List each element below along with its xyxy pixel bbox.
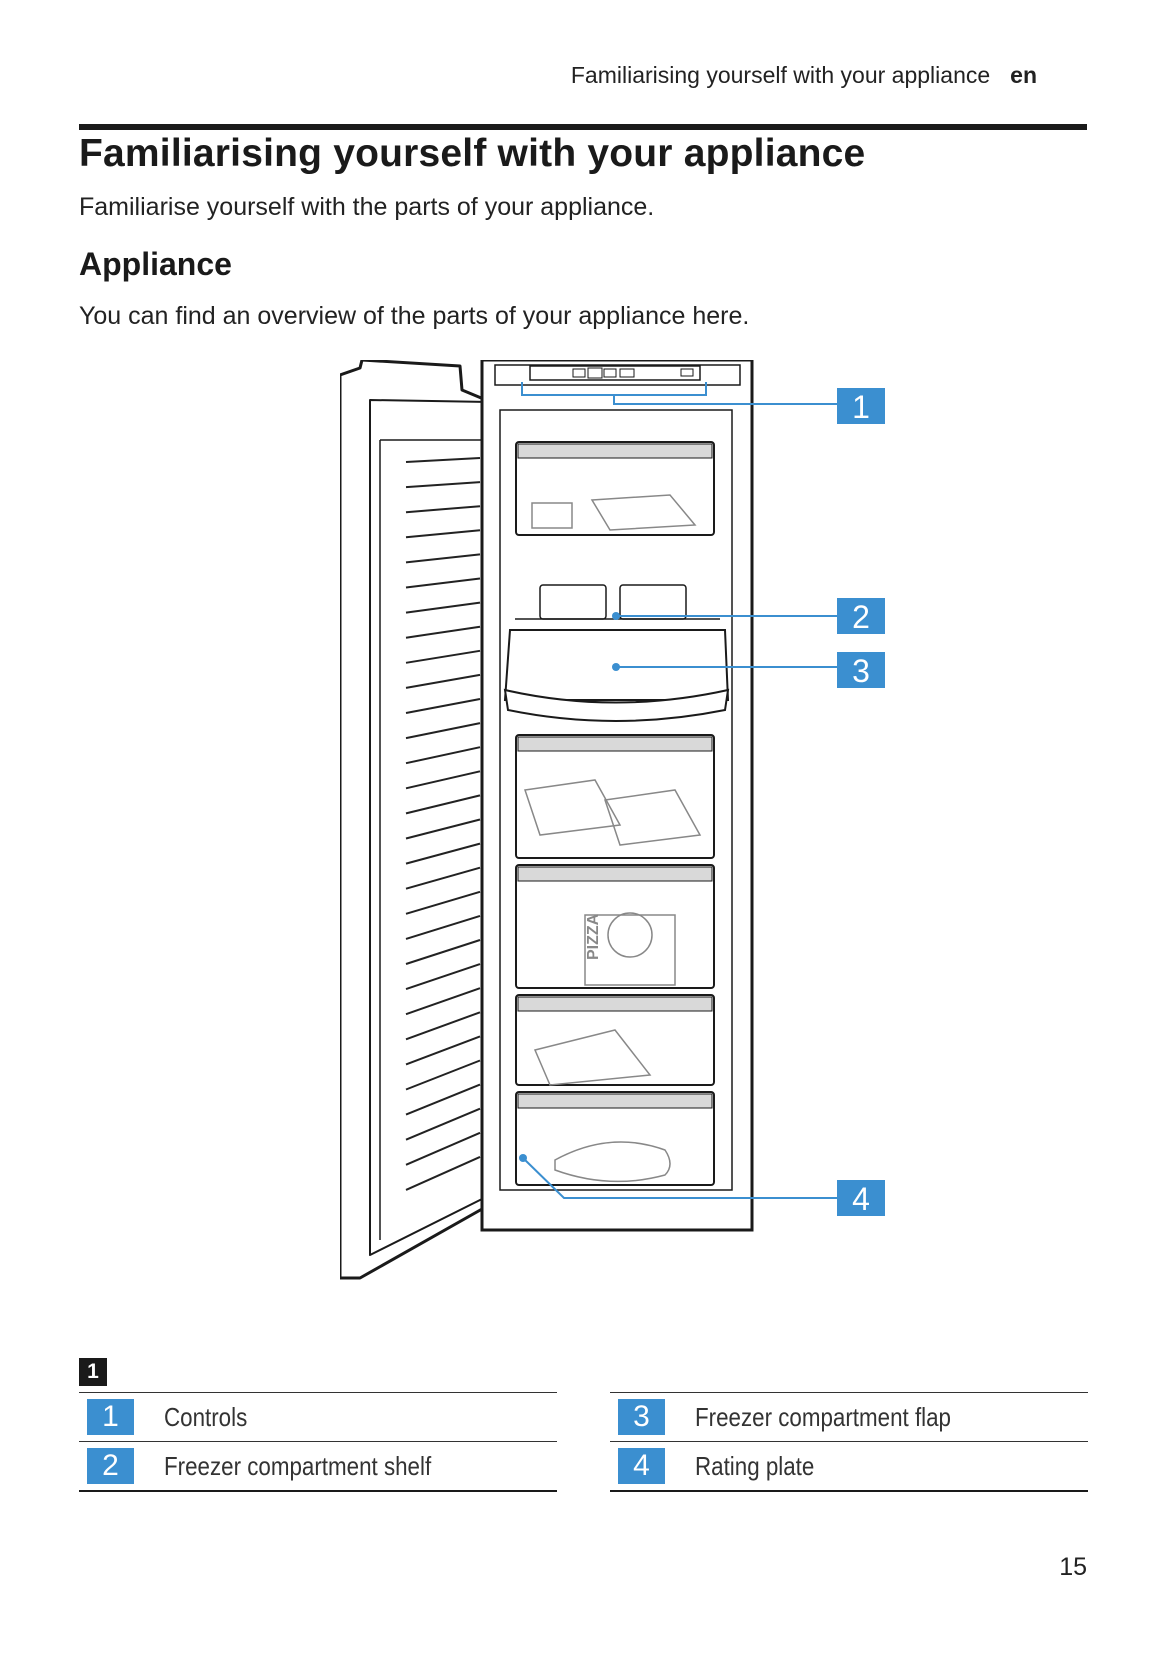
legend-label: Rating plate bbox=[695, 1450, 815, 1481]
door-vent-line bbox=[405, 481, 481, 489]
legend-row: 3 Freezer compartment flap bbox=[610, 1392, 1088, 1441]
door-vent-line bbox=[405, 1155, 481, 1191]
door-vent-lines bbox=[405, 457, 481, 1191]
subheading: Appliance bbox=[79, 246, 232, 282]
door-vent-line bbox=[405, 529, 481, 539]
legend-row: 2 Freezer compartment shelf bbox=[79, 1441, 557, 1492]
door-vent-line bbox=[405, 914, 481, 940]
door-vent-line bbox=[405, 866, 481, 890]
running-title: Familiarising yourself with your applian… bbox=[570, 62, 991, 88]
door-vent-line bbox=[405, 842, 481, 865]
legend-number: 4 bbox=[618, 1448, 665, 1484]
door-vent-line bbox=[405, 818, 481, 840]
door-vent-line bbox=[405, 1131, 481, 1166]
callout-1-number: 1 bbox=[852, 389, 870, 425]
door-vent-line bbox=[405, 673, 481, 689]
running-head: Familiarising yourself with your applian… bbox=[571, 62, 1037, 89]
section-intro: Familiarise yourself with the parts of y… bbox=[79, 193, 655, 221]
door-vent-line bbox=[405, 987, 481, 1016]
door-vent-line bbox=[405, 457, 481, 463]
legend-row: 4 Rating plate bbox=[610, 1441, 1088, 1492]
freezer-drawer bbox=[515, 994, 715, 1086]
door-vent-line bbox=[405, 770, 481, 790]
legend-number: 2 bbox=[87, 1448, 134, 1484]
door-vent-line bbox=[405, 746, 481, 765]
legend-label: Freezer compartment shelf bbox=[164, 1450, 432, 1481]
language-code: en bbox=[1010, 62, 1037, 88]
legend-label: Freezer compartment flap bbox=[695, 1401, 951, 1432]
door-vent-line bbox=[405, 1059, 481, 1091]
legend-number: 1 bbox=[87, 1399, 134, 1435]
freezer-drawer bbox=[515, 734, 715, 859]
callout-2-number: 2 bbox=[852, 599, 870, 635]
callout-2: 2 bbox=[837, 598, 885, 635]
door-vent-line bbox=[405, 625, 481, 639]
legend-row: 1 Controls bbox=[79, 1392, 557, 1441]
control-panel bbox=[529, 365, 701, 381]
door-vent-line bbox=[405, 601, 481, 614]
door-vent-line bbox=[405, 505, 481, 514]
door-vent-line bbox=[405, 890, 481, 915]
callout-1: 1 bbox=[837, 388, 885, 425]
figure-reference: 1 bbox=[79, 1358, 107, 1386]
door-vent-line bbox=[405, 577, 481, 589]
door-vent-line bbox=[405, 794, 481, 815]
door-vent-line bbox=[405, 649, 481, 664]
callout-4: 4 bbox=[837, 1180, 885, 1217]
door-vent-line bbox=[405, 1011, 481, 1041]
door-vent-line bbox=[405, 1083, 481, 1116]
heading-rule bbox=[79, 124, 1087, 130]
door-outline bbox=[340, 360, 500, 1280]
door-vent-line bbox=[405, 698, 481, 714]
door-vent-line bbox=[405, 553, 481, 564]
freezer-drawer bbox=[515, 1091, 715, 1186]
door-vent-line bbox=[405, 722, 481, 740]
legend-left: 1 Controls 2 Freezer compartment shelf bbox=[79, 1392, 557, 1492]
legend-right: 3 Freezer compartment flap 4 Rating plat… bbox=[610, 1392, 1088, 1492]
legend-label: Controls bbox=[164, 1401, 248, 1432]
freezer-drawer bbox=[515, 864, 715, 989]
appliance-diagram: PIZZA 1 2 3 4 bbox=[340, 360, 885, 1280]
door-vent-line bbox=[405, 1035, 481, 1066]
callout-3: 3 bbox=[837, 652, 885, 689]
freezer-interior bbox=[499, 409, 733, 1191]
subheading-text: You can find an overview of the parts of… bbox=[79, 302, 750, 330]
pizza-box-label: PIZZA bbox=[585, 913, 602, 960]
control-strip bbox=[494, 364, 741, 386]
callout-3-number: 3 bbox=[852, 653, 870, 689]
freezer-drawer bbox=[515, 441, 715, 536]
callout-4-number: 4 bbox=[852, 1181, 870, 1217]
drawers bbox=[515, 441, 715, 1186]
door-vent-line bbox=[405, 963, 481, 991]
section-title: Familiarising yourself with your applian… bbox=[79, 132, 866, 175]
door-vent-line bbox=[405, 1107, 481, 1141]
door-vent-line bbox=[405, 939, 481, 965]
legend-number: 3 bbox=[618, 1399, 665, 1435]
page-number: 15 bbox=[1059, 1553, 1087, 1581]
